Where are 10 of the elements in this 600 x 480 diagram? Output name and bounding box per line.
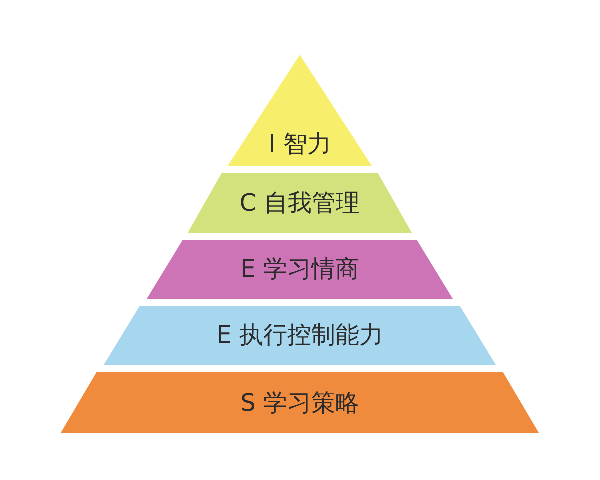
- pyramid-layer: [61, 372, 539, 433]
- pyramid-layer: [188, 173, 412, 233]
- pyramid-layer: [104, 306, 496, 365]
- layer-label: S 学习策略: [240, 388, 360, 418]
- layer-label: E 学习情商: [240, 254, 360, 284]
- pyramid-layer: [228, 55, 372, 166]
- layer-label: C 自我管理: [238, 188, 362, 218]
- layer-label: E 执行控制能力: [216, 320, 384, 350]
- pyramid-layer: [147, 240, 453, 299]
- layer-label: I 智力: [268, 129, 332, 159]
